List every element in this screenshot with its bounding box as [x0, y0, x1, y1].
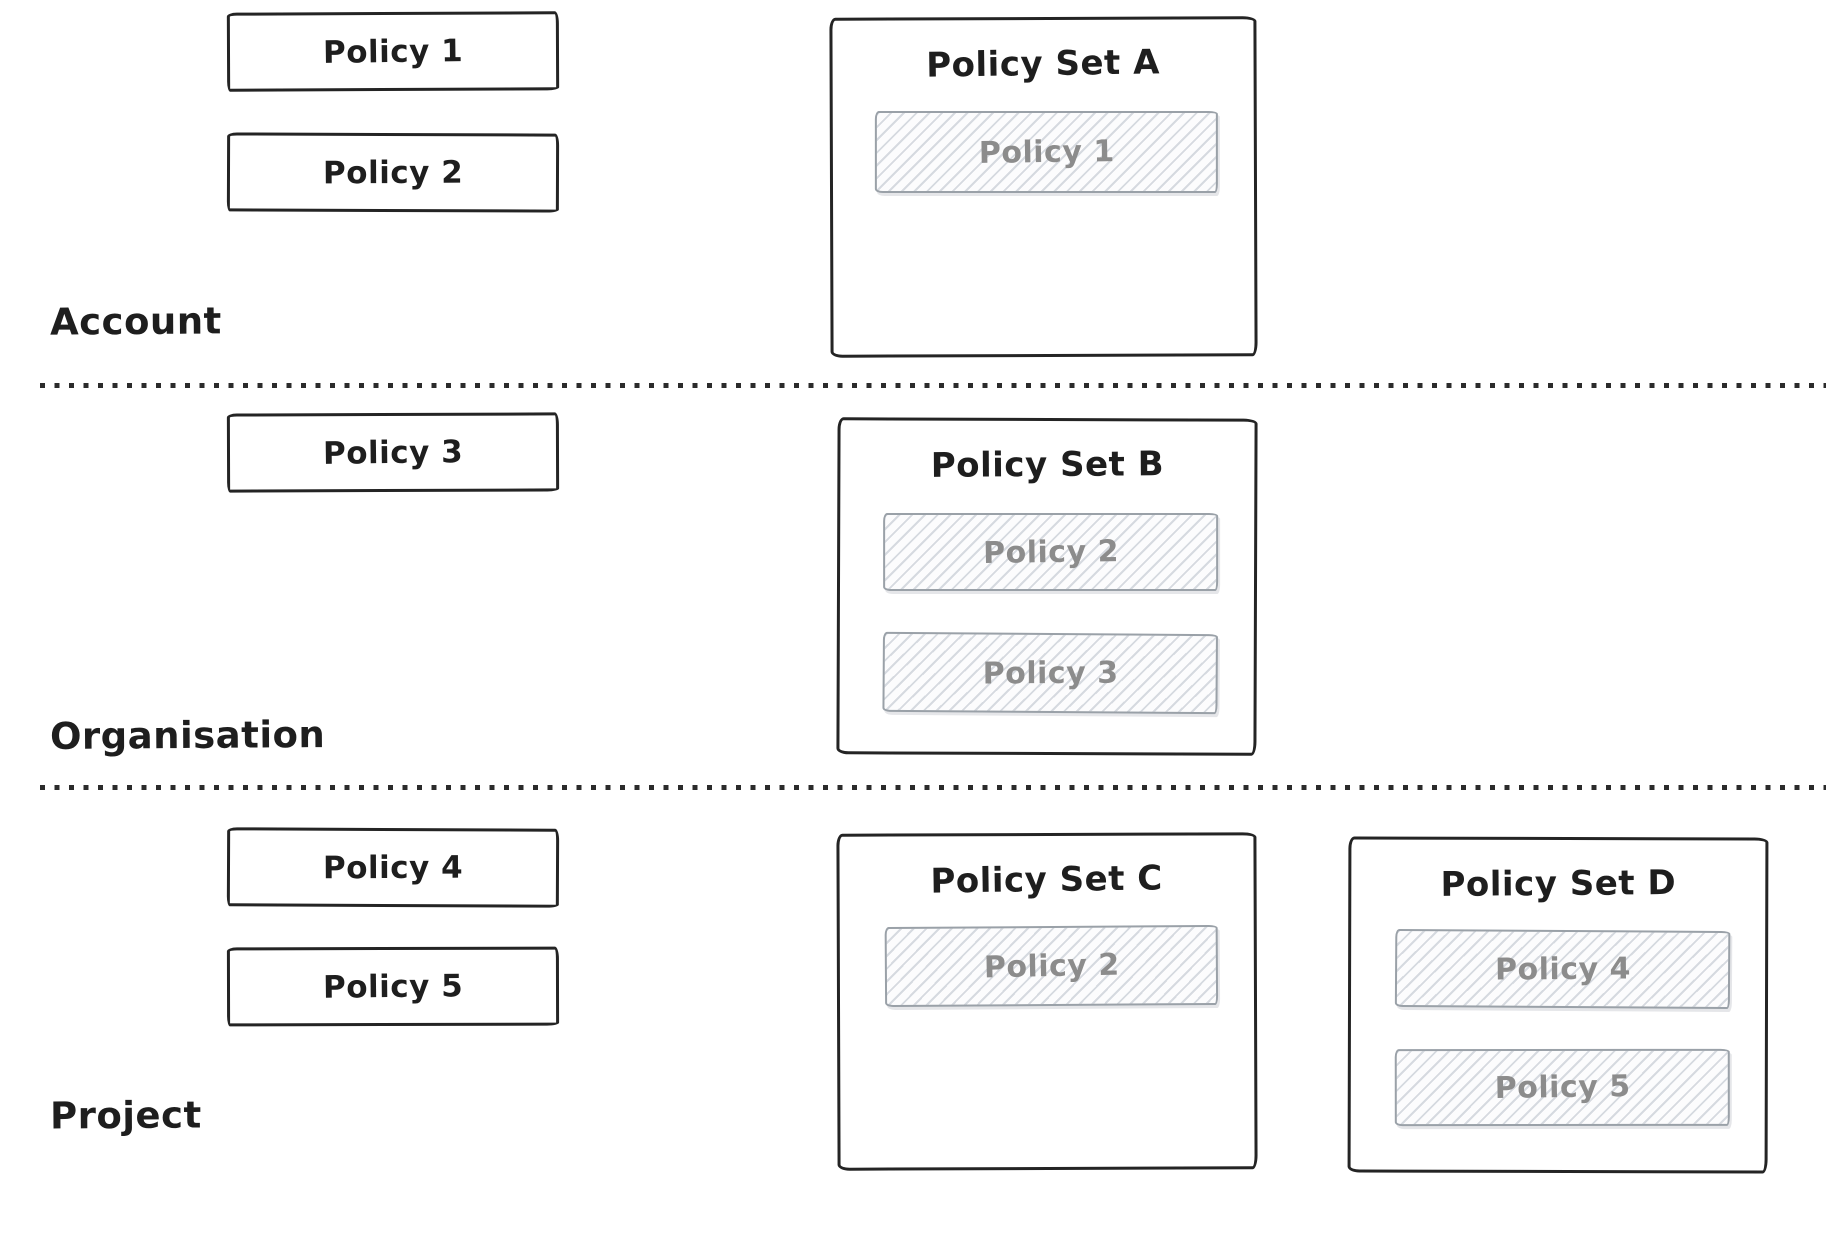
tier-label-account: Account: [49, 299, 222, 344]
tier-label-organisation: Organisation: [49, 713, 326, 758]
policy-set-d-member-policy-5: Policy 5: [1394, 1048, 1730, 1127]
policy-box-2-label: Policy 2: [322, 154, 464, 191]
tier-separator-account-organisation: [40, 383, 1826, 388]
policy-set-b-member-policy-3-label: Policy 3: [982, 655, 1119, 691]
policy-set-d-member-policy-4-label: Policy 4: [1494, 950, 1631, 988]
policy-box-3-label: Policy 3: [322, 433, 464, 472]
policy-set-b-member-policy-3: Policy 3: [882, 631, 1218, 715]
policy-set-d-member-policy-4: Policy 4: [1394, 928, 1731, 1010]
policy-set-b-title: Policy Set B: [930, 444, 1165, 486]
policy-set-a-member-policy-1-label: Policy 1: [978, 133, 1115, 171]
policy-set-b-member-policy-2: Policy 2: [883, 513, 1219, 592]
policy-box-2: Policy 2: [226, 132, 560, 213]
policy-set-a-title: Policy Set A: [925, 42, 1161, 86]
policy-box-4-label: Policy 4: [322, 849, 464, 886]
policy-box-4: Policy 4: [226, 827, 560, 908]
policy-set-c-member-policy-2-label: Policy 2: [983, 947, 1120, 985]
policy-box-5: Policy 5: [226, 946, 560, 1027]
policy-set-b-member-policy-2-label: Policy 2: [982, 533, 1119, 571]
policy-box-1-label: Policy 1: [322, 32, 464, 71]
policy-set-c-title: Policy Set C: [930, 858, 1164, 902]
tier-separator-organisation-project: [40, 785, 1826, 790]
policy-box-5-label: Policy 5: [322, 967, 464, 1006]
policy-set-c-member-policy-2: Policy 2: [884, 924, 1219, 1008]
policy-set-a-member-policy-1: Policy 1: [874, 110, 1218, 193]
policy-set-c: Policy Set C Policy 2: [836, 832, 1258, 1171]
policy-set-b: Policy Set B Policy 2 Policy 3: [836, 417, 1258, 756]
policy-set-a: Policy Set A Policy 1: [829, 16, 1258, 358]
policy-set-d-member-policy-5-label: Policy 5: [1494, 1069, 1631, 1107]
policy-box-1: Policy 1: [226, 11, 560, 92]
tier-label-project: Project: [49, 1093, 202, 1138]
policy-box-3: Policy 3: [226, 412, 560, 493]
policy-set-d: Policy Set D Policy 4 Policy 5: [1347, 836, 1769, 1174]
policy-set-d-title: Policy Set D: [1440, 863, 1677, 905]
